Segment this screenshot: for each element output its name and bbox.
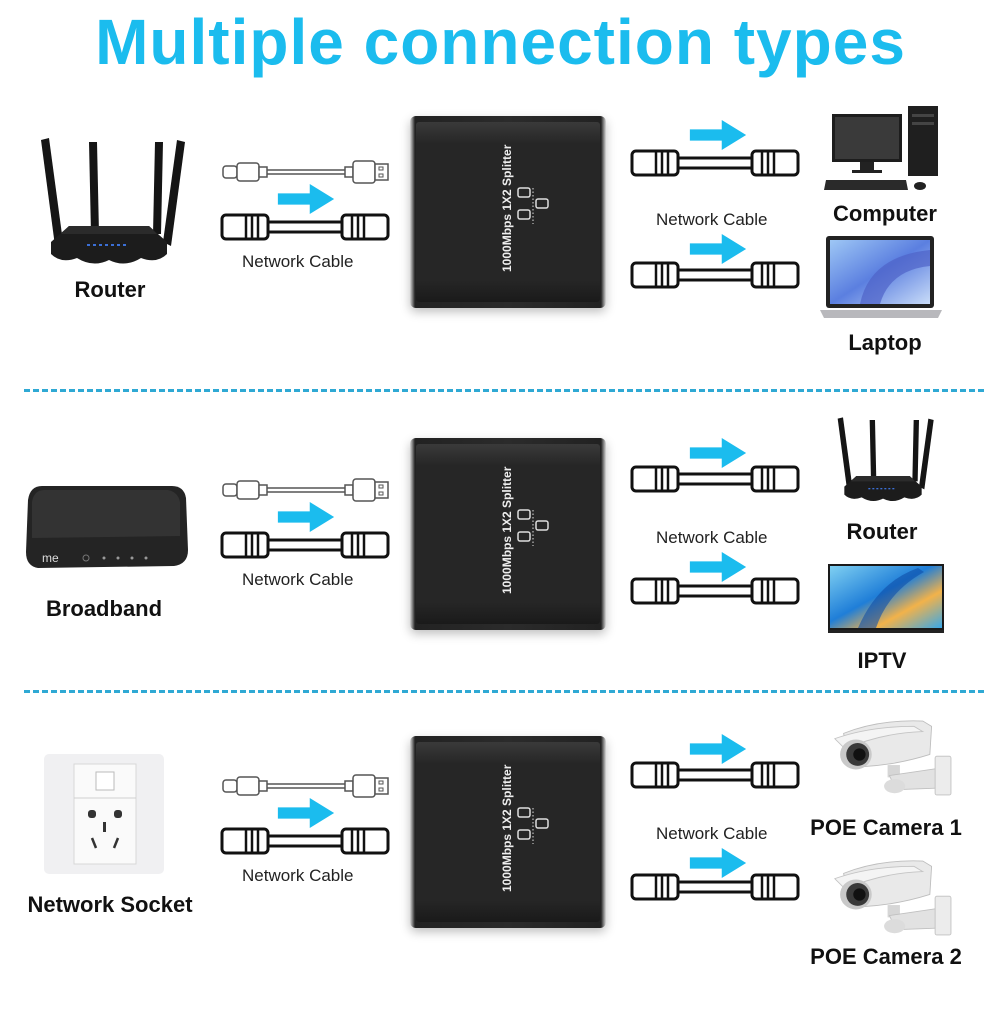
source-label: Network Socket xyxy=(27,892,193,917)
source-label: Broadband xyxy=(45,596,163,621)
input-cable-label: Network Cable xyxy=(242,252,354,271)
connection-section-1: Router Network Cable 1000Mbps 1X2 Splitt… xyxy=(0,100,1001,400)
arrow-right-icon xyxy=(276,184,336,214)
ethernet-cable-icon xyxy=(630,148,800,178)
splitter-label: 1000Mbps 1X2 Splitter xyxy=(500,764,514,892)
tv-icon xyxy=(828,564,944,633)
ethernet-cable-icon xyxy=(630,872,800,902)
input-cable-label: Network Cable xyxy=(242,570,354,589)
ethernet-cable-icon xyxy=(220,530,390,560)
output-cable-label: Network Cable xyxy=(656,528,768,547)
ethernet-cable-icon xyxy=(220,826,390,856)
source-label: Router xyxy=(74,277,146,302)
section-divider xyxy=(24,389,984,392)
ethernet-cable-icon xyxy=(630,260,800,290)
ethernet-cable-icon xyxy=(630,576,800,606)
output-label-2: Laptop xyxy=(848,330,922,355)
svg-text:me: me xyxy=(42,551,59,565)
arrow-right-icon xyxy=(688,120,748,150)
page-title: Multiple connection types xyxy=(95,6,906,78)
splitter-label: 1000Mbps 1X2 Splitter xyxy=(500,144,514,272)
arrow-right-icon xyxy=(276,502,336,532)
output-label-1: Computer xyxy=(833,201,937,226)
output-cable-label: Network Cable xyxy=(656,824,768,843)
security-camera-icon xyxy=(826,714,958,802)
output-label-2: IPTV xyxy=(857,648,907,673)
desktop-computer-icon xyxy=(824,106,938,190)
output-label-1: Router xyxy=(846,519,918,544)
ethernet-cable-icon xyxy=(630,760,800,790)
arrow-right-icon xyxy=(276,798,336,828)
connection-section-3: Network Socket Network Cable 1000Mbps 1X… xyxy=(0,714,1001,1014)
ethernet-cable-icon xyxy=(630,464,800,494)
input-cable-label: Network Cable xyxy=(242,866,354,885)
network-ports-icon xyxy=(517,807,549,844)
output-cable-label: Network Cable xyxy=(656,210,768,229)
router-icon xyxy=(822,412,944,512)
ethernet-cable-icon xyxy=(220,212,390,242)
broadband-modem-icon: me xyxy=(26,486,188,568)
network-ports-icon xyxy=(517,187,549,224)
network-ports-icon xyxy=(517,509,549,546)
output-label-2: POE Camera 2 xyxy=(810,944,962,969)
laptop-icon xyxy=(820,236,942,318)
router-icon xyxy=(24,130,194,280)
usb-cable-icon xyxy=(220,158,390,186)
wall-socket-icon xyxy=(44,754,164,874)
splitter-device: 1000Mbps 1X2 Splitter xyxy=(410,438,606,630)
splitter-label: 1000Mbps 1X2 Splitter xyxy=(500,466,514,594)
usb-cable-icon xyxy=(220,772,390,800)
splitter-device: 1000Mbps 1X2 Splitter xyxy=(410,736,606,928)
section-divider xyxy=(24,690,984,693)
security-camera-icon xyxy=(826,854,958,942)
connection-section-2: me Broadband Network Cable 1000Mbps 1X2 … xyxy=(0,418,1001,718)
output-label-1: POE Camera 1 xyxy=(810,815,962,840)
usb-cable-icon xyxy=(220,476,390,504)
splitter-device: 1000Mbps 1X2 Splitter xyxy=(410,116,606,308)
